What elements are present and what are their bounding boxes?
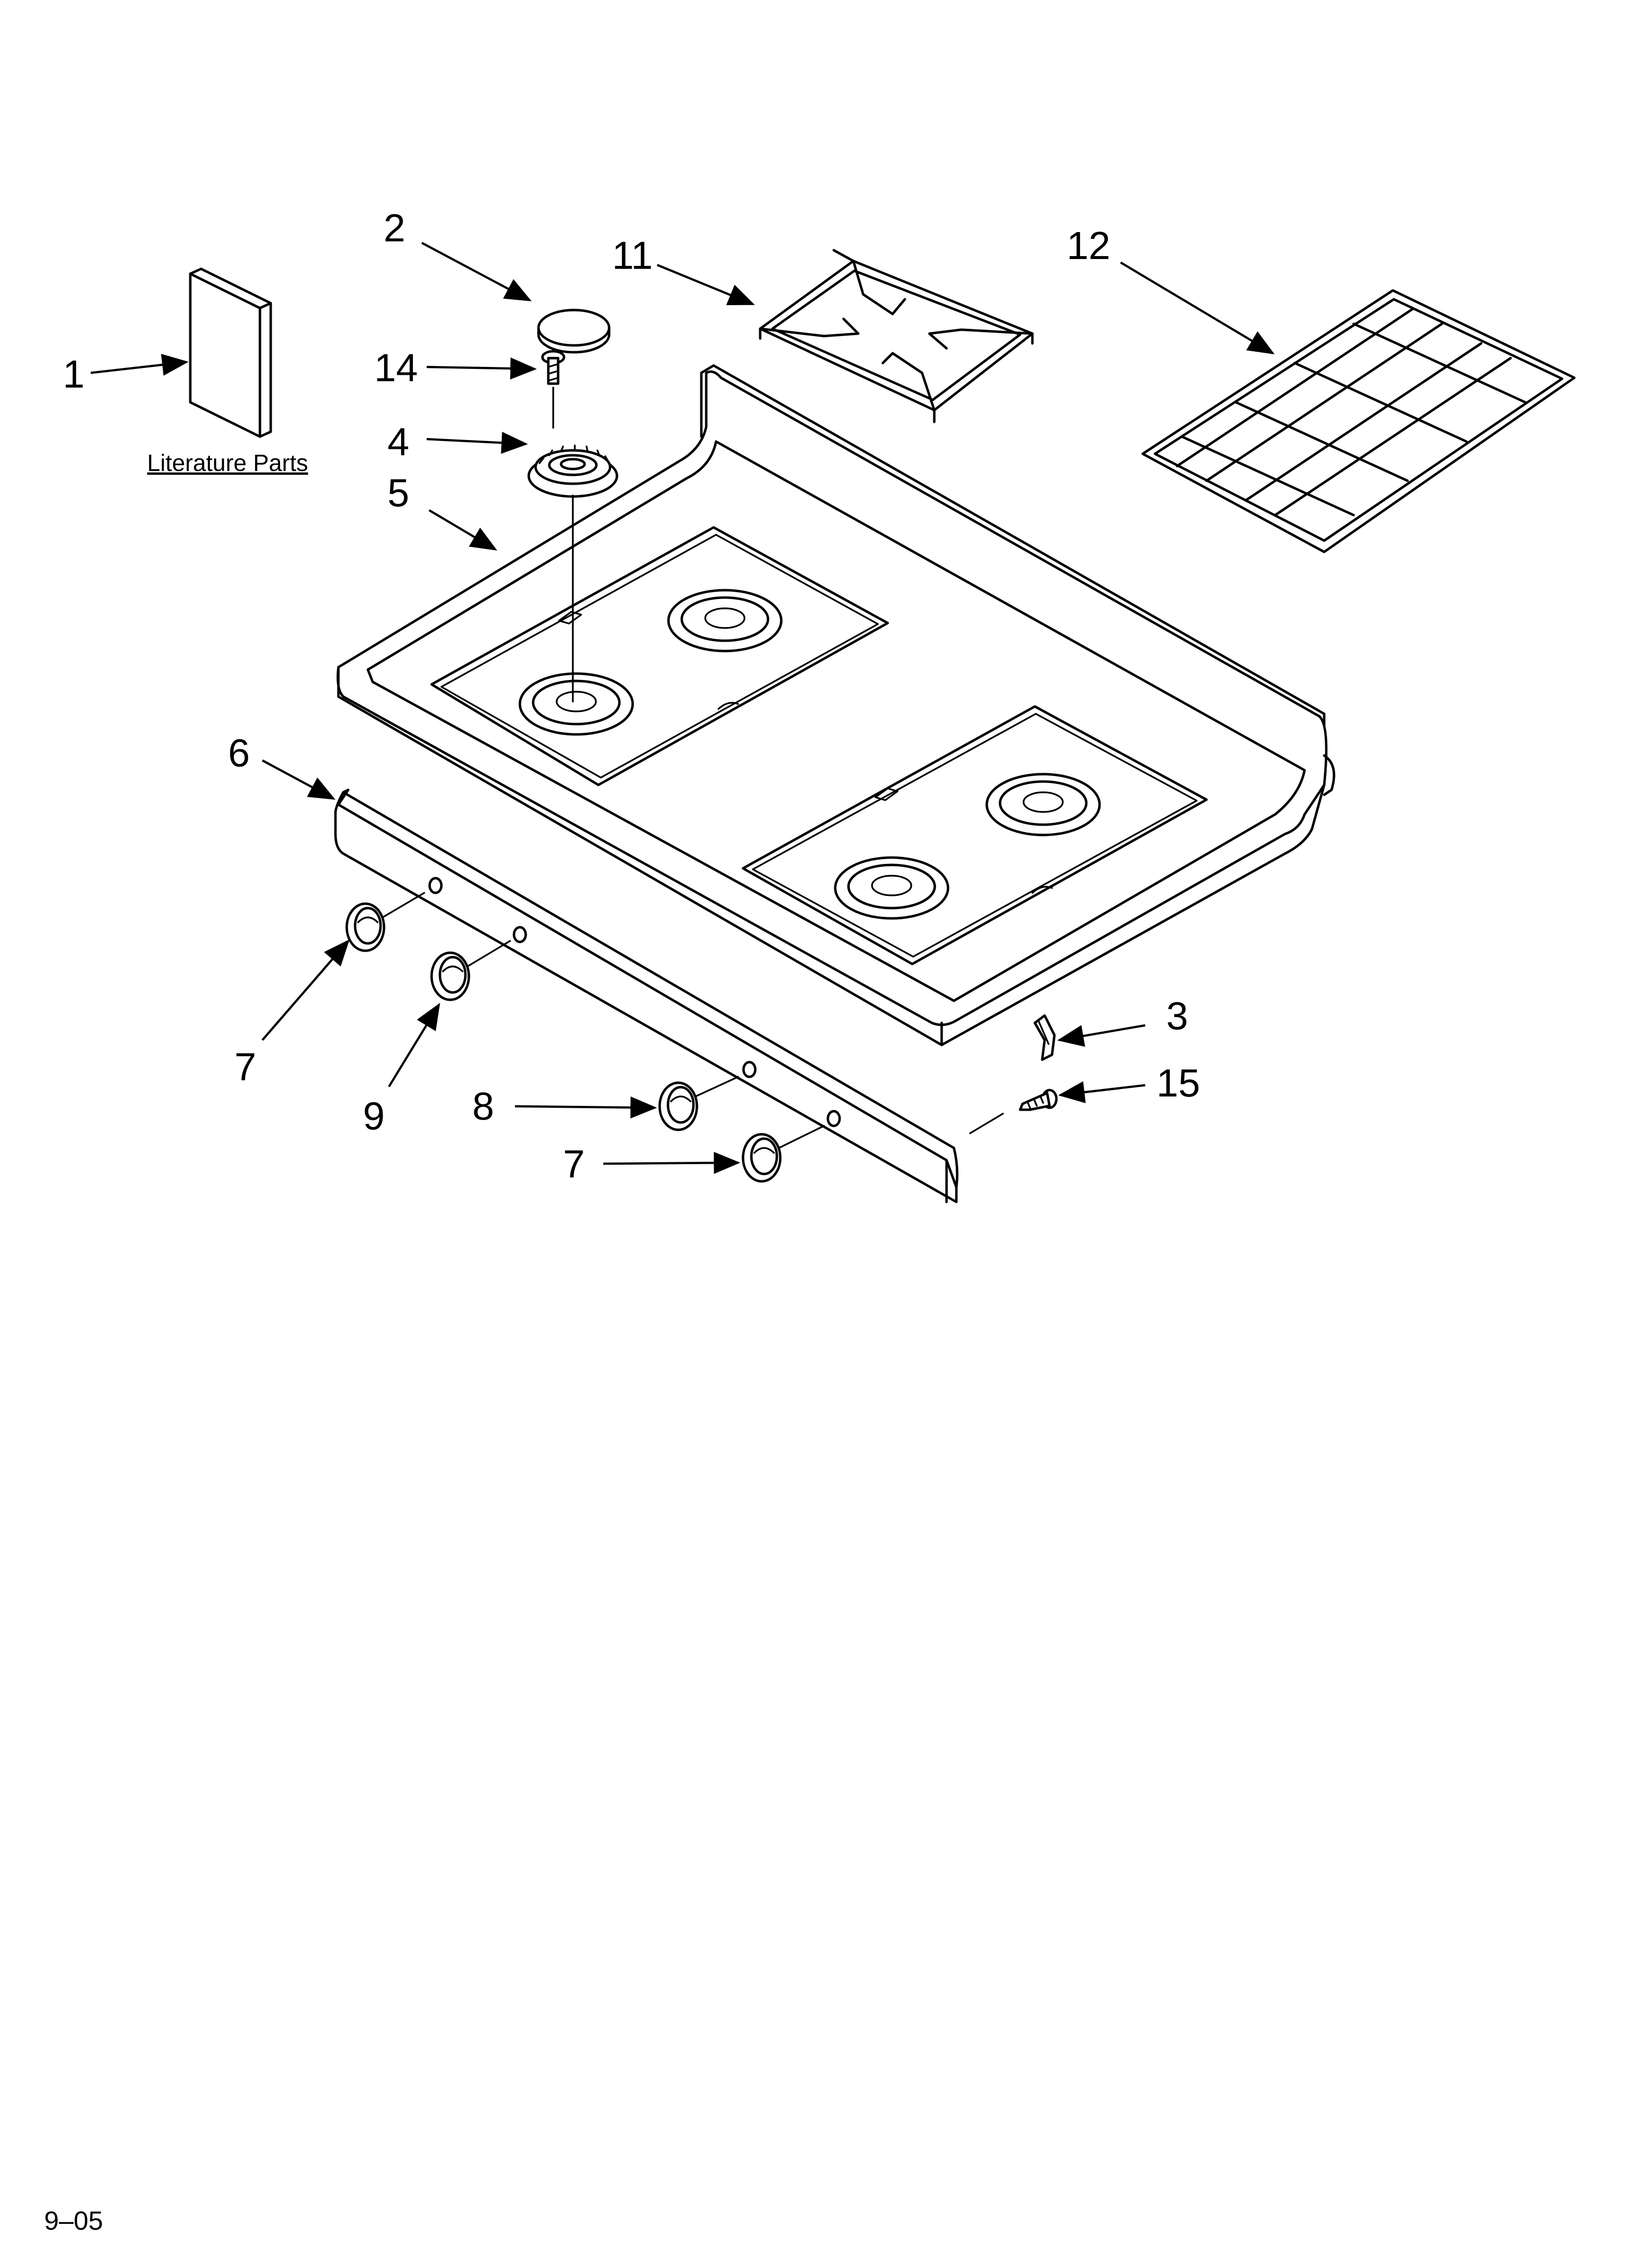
panel-end-line <box>969 1113 1004 1134</box>
knob-9 <box>430 940 511 1001</box>
square-grate <box>759 249 1034 423</box>
callout-1: 1 <box>63 352 85 396</box>
arrow-11 <box>657 263 755 306</box>
arrow-6 <box>261 759 335 800</box>
arrow-7b <box>603 1151 741 1174</box>
arrow-4 <box>426 432 528 454</box>
date-code: 9–05 <box>44 2206 103 2236</box>
knob-8 <box>658 1076 739 1131</box>
knob-7-left <box>345 892 425 952</box>
arrow-1 <box>90 354 189 376</box>
callout-9: 9 <box>363 1094 385 1138</box>
burner-screw <box>541 350 565 429</box>
callout-4: 4 <box>387 420 410 464</box>
callout-2: 2 <box>384 206 406 250</box>
knob-7-right <box>742 1125 825 1183</box>
callout-5: 5 <box>387 471 410 515</box>
callout-14: 14 <box>374 346 418 390</box>
arrow-5 <box>428 509 497 551</box>
arrow-3 <box>1057 1024 1146 1047</box>
arrow-9 <box>388 1003 440 1088</box>
arrow-12 <box>1120 261 1275 355</box>
literature-parts-booklet <box>189 267 272 438</box>
callout-15: 15 <box>1156 1061 1200 1105</box>
arrow-15 <box>1058 1081 1146 1103</box>
callout-7-right: 7 <box>563 1142 585 1186</box>
burner-head <box>527 444 618 498</box>
literature-parts-label: Literature Parts <box>147 450 308 476</box>
callout-7-left: 7 <box>234 1045 257 1089</box>
mounting-screw <box>1019 1089 1058 1111</box>
control-panel-strip <box>334 788 959 1203</box>
arrow-7a <box>261 939 350 1041</box>
mounting-clip <box>1033 1014 1056 1061</box>
callout-12: 12 <box>1067 224 1110 267</box>
callout-8: 8 <box>472 1084 494 1128</box>
callout-3: 3 <box>1166 994 1188 1038</box>
callout-6: 6 <box>228 731 250 775</box>
burner-cap <box>537 309 611 354</box>
cooktop-panel <box>336 364 1335 1046</box>
callout-11: 11 <box>612 234 653 277</box>
arrow-2 <box>421 242 532 302</box>
arrow-8 <box>514 1096 657 1119</box>
arrow-14 <box>426 357 537 380</box>
double-grate <box>1141 289 1576 553</box>
